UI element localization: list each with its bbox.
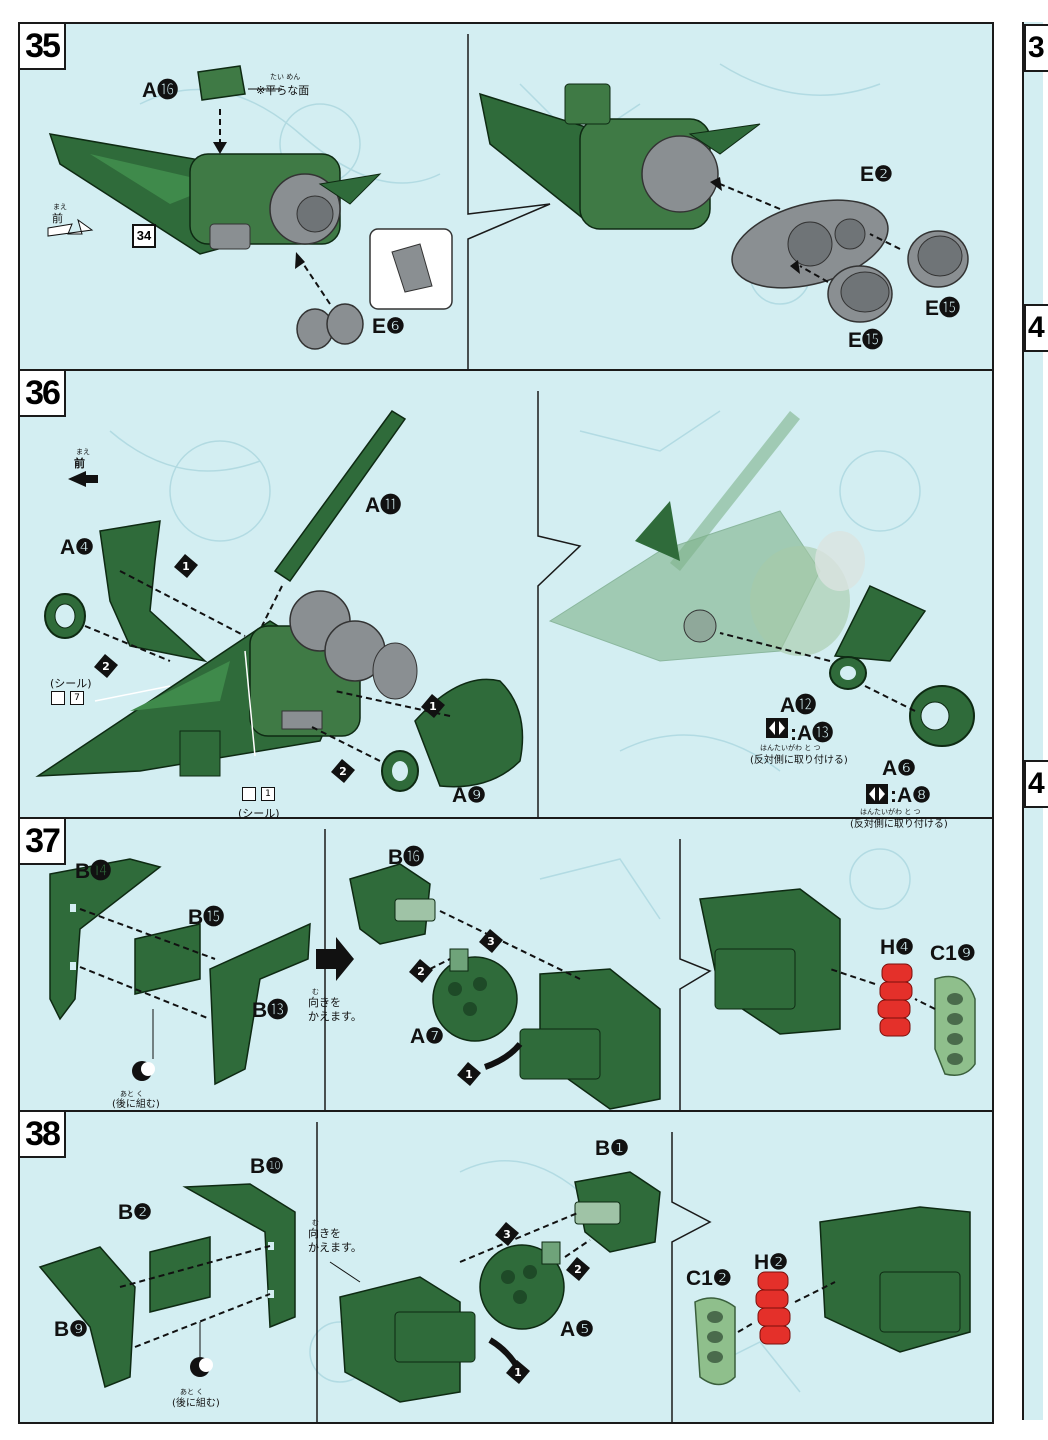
turn-ruby: む [312,988,319,996]
part-label-b1: B❶ [595,1137,629,1160]
part-label-a12: A⓬ [780,694,817,717]
step-number: 35 [20,24,66,70]
part-label-a5: A❺ [560,1318,594,1341]
step-38-illustration: 3 2 1 [38,1122,971,1422]
opposite-side-note: (反対側に取り付ける) [850,819,948,830]
turn-note-line1: 向きを [308,1227,341,1240]
flat-surface-ruby: たい めん [270,73,301,81]
step-37-illustration: 3 2 1 [49,829,976,1110]
step-35-illustration [47,34,969,369]
svg-text:3: 3 [487,935,495,948]
step-36-illustration: 1 2 1 2 [35,391,975,817]
previous-step-ref: 34 [132,224,156,248]
opposite-side-ruby: はんたいがわ と つ [860,808,921,816]
part-label-c12: C1❷ [686,1267,732,1290]
part-label-b15: B⓯ [188,906,225,929]
seal-label-top: (シール) [50,677,92,690]
part-label-e2: E❷ [860,163,893,186]
turn-ruby: む [312,1219,319,1227]
part-label-b9: B❾ [54,1318,88,1341]
part-label-a16: A⓰ [142,79,179,102]
part-label-e6: E❻ [372,315,405,338]
flat-surface-note: ※平らな面 [256,84,310,97]
seq-marker: 1 [182,560,190,573]
front-ruby: まえ [53,203,67,211]
part-label-h4: H❹ [880,936,914,959]
part-label-a7: A❼ [410,1025,444,1048]
seq-marker: 1 [429,700,437,713]
later-ruby: あと く [180,1388,204,1396]
part-label-b13: B⓭ [252,999,289,1022]
svg-text:1: 1 [465,1068,473,1081]
svg-text:1: 1 [514,1366,522,1379]
later-note: (後に組む) [112,1099,160,1110]
step-36-panel: 1 2 1 2 36 まえ 前 A⓫ A❹ A❾ A⓬ :A⓭ A❻ :A❽ (… [20,371,992,830]
opposite-side-note: (反対側に取り付ける) [750,755,848,766]
part-label-b10: B❿ [250,1155,284,1178]
part-label-h2: H❷ [754,1251,788,1274]
later-ruby: あと く [120,1090,144,1098]
front-label: 前 [74,457,85,470]
step-38-panel: 3 2 1 38 B❿ B❷ B❾ B❶ A❺ C1❷ H❷ む 向きを かえます。… [20,1112,992,1422]
turn-note-line2: かえます。 [308,1010,362,1023]
front-label: 前 [52,212,63,225]
sticker-number-box: 7 [70,691,84,705]
opposite-side-ruby: はんたいがわ と つ [760,744,821,752]
step-number: 38 [20,1112,66,1158]
step-35-panel: 35 A⓰ ※平らな面 たい めん E❻ E❷ E⓯ E⓯ 34 まえ 前 [20,24,992,371]
svg-text:2: 2 [417,965,425,978]
part-label-a8: :A❽ [890,784,931,807]
next-page-step-number: 4 [1024,304,1048,352]
svg-text:3: 3 [503,1228,511,1241]
part-label-a9: A❾ [452,784,486,807]
part-label-e15-lower: E⓯ [848,329,884,352]
svg-text:2: 2 [574,1263,582,1276]
instruction-sheet: 35 A⓰ ※平らな面 たい めん E❻ E❷ E⓯ E⓯ 34 まえ 前 [18,22,994,1424]
next-page-step-number: 3 [1024,24,1048,72]
seal-label-bottom: (シール) [238,807,280,820]
turn-note-line1: 向きを [308,996,341,1009]
sticker-icon-box [51,691,65,705]
part-label-a13: :A⓭ [790,722,834,745]
seq-marker: 2 [339,765,347,778]
seq-marker: 2 [102,660,110,673]
part-label-b16: B⓰ [388,846,425,869]
turn-note-line2: かえます。 [308,1241,362,1254]
next-page-strip [1022,22,1043,1420]
part-label-c19: C1❾ [930,942,976,965]
part-label-a6: A❻ [882,757,916,780]
step-number: 36 [20,371,66,417]
front-ruby: まえ [76,448,90,456]
part-label-e15-upper: E⓯ [925,297,961,320]
sticker-icon-box [242,787,256,801]
next-page-step-number: 4 [1024,760,1048,808]
part-label-a4: A❹ [60,536,94,559]
later-note: (後に組む) [172,1398,220,1409]
part-label-a11: A⓫ [365,494,402,517]
sticker-number-box: 1 [261,787,275,801]
step-37-panel: 3 2 1 37 B⓮ B⓯ B⓭ B⓰ A❼ H❹ C1❾ む 向きを かえます。… [20,819,992,1112]
part-label-b2: B❷ [118,1201,152,1224]
part-label-b14: B⓮ [75,860,112,883]
step-number: 37 [20,819,66,865]
